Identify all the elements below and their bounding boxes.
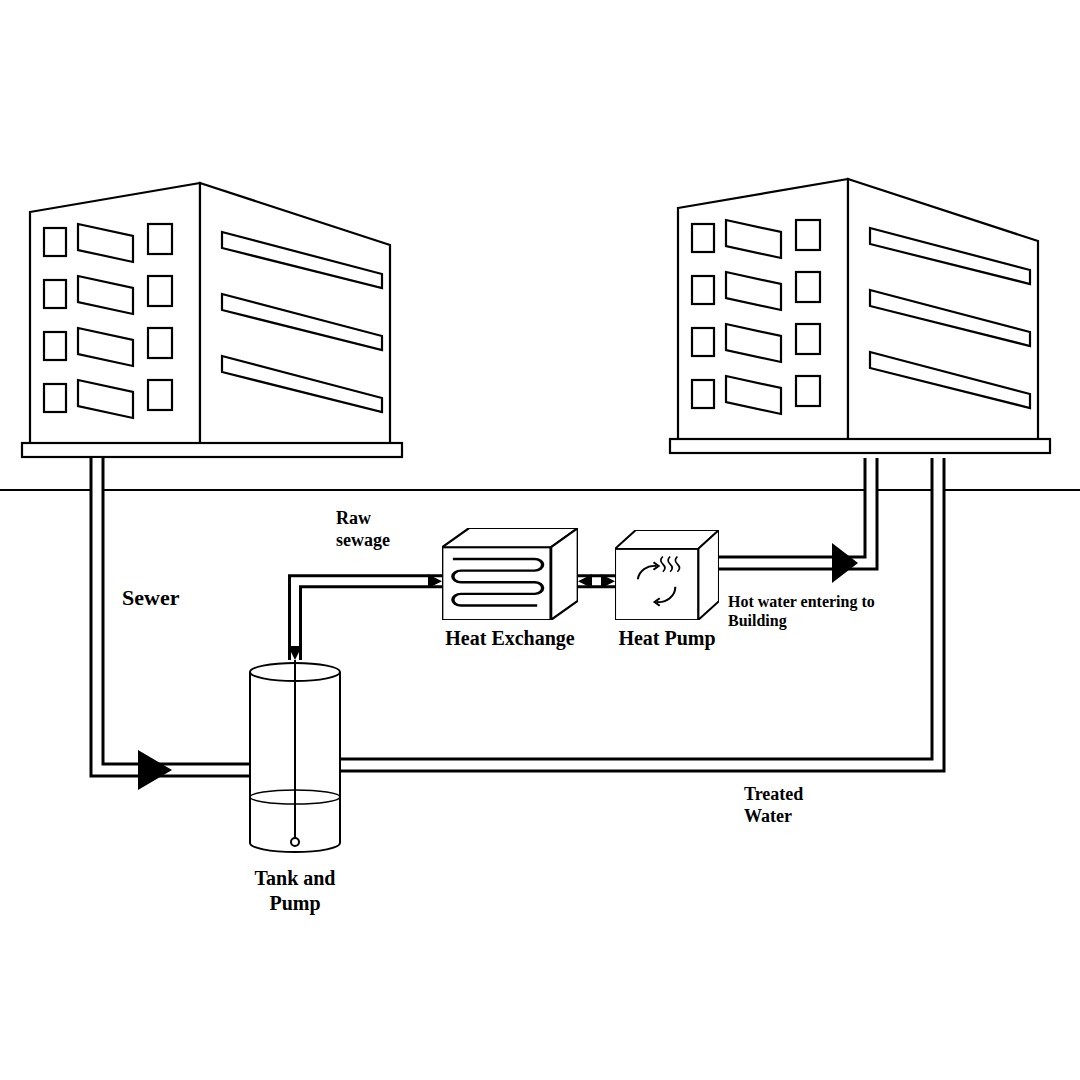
building-slab — [670, 439, 1050, 453]
window — [44, 280, 66, 308]
treated-water-pipe — [340, 458, 938, 765]
window — [222, 356, 382, 412]
window — [148, 328, 172, 358]
sewer-pipe-inner — [97, 458, 250, 770]
flow-arrow — [832, 543, 858, 583]
node-label-line: Tank and Pump — [245, 866, 345, 916]
building-face — [200, 183, 390, 445]
tank-and-pump: Tank and Pump — [245, 660, 345, 916]
window — [148, 276, 172, 306]
window — [78, 328, 133, 366]
flow-arrow — [138, 750, 172, 790]
window — [692, 380, 714, 408]
heat-pump-shape — [615, 530, 719, 620]
window — [44, 384, 66, 412]
window — [870, 228, 1030, 284]
heat-pump: Heat Pump — [615, 530, 719, 651]
pipe-inner — [578, 577, 615, 585]
window — [796, 272, 820, 302]
sewer-pipe — [97, 458, 250, 770]
node-label: Heat Pump — [618, 626, 715, 651]
pipe-outline — [578, 574, 615, 588]
window — [692, 328, 714, 356]
window — [78, 380, 133, 418]
pipe-connector — [578, 581, 615, 582]
node-label: Tank and Pump — [245, 866, 345, 916]
window — [726, 220, 781, 258]
hot-water-pipe-inner — [716, 458, 871, 563]
window — [44, 228, 66, 256]
arrow-heads — [295, 581, 442, 660]
building-face — [30, 183, 200, 445]
treated-water-pipe-inner — [340, 458, 938, 765]
window — [222, 294, 382, 350]
node-label-line: Heat Pump — [615, 626, 719, 651]
hot-water-pipe — [716, 458, 871, 563]
pipe-connector — [295, 581, 442, 660]
window — [796, 220, 820, 250]
edge-label: Raw sewage — [336, 508, 416, 551]
buildings — [22, 179, 1050, 457]
window — [726, 324, 781, 362]
building-slab — [22, 443, 402, 457]
text-label: Sewer — [122, 585, 212, 611]
node-label: Heat Exchange — [445, 626, 574, 651]
arrow-heads — [578, 581, 615, 582]
building-face — [678, 179, 848, 441]
heat-exchanger-shape — [442, 528, 578, 620]
heat-exchanger: Heat Exchange — [442, 528, 578, 651]
window — [870, 290, 1030, 346]
window — [148, 380, 172, 410]
building — [22, 183, 402, 457]
building — [670, 179, 1050, 453]
window — [78, 276, 133, 314]
window — [78, 224, 133, 262]
building-face — [848, 179, 1038, 441]
pipe-inner — [295, 581, 442, 660]
window — [44, 332, 66, 360]
ground-line — [0, 489, 1080, 491]
pipe-outline — [295, 581, 442, 660]
window — [222, 232, 382, 288]
window — [692, 276, 714, 304]
window — [796, 324, 820, 354]
window — [870, 352, 1030, 408]
window — [692, 224, 714, 252]
text-label: Hot water entering to Building — [728, 592, 918, 630]
window — [726, 272, 781, 310]
tank-pump-shape — [245, 660, 345, 860]
text-label: Treated Water — [744, 784, 834, 827]
window — [726, 376, 781, 414]
node-label-line: Heat Exchange — [442, 626, 578, 651]
pipes — [97, 458, 938, 770]
window — [796, 376, 820, 406]
window — [148, 224, 172, 254]
